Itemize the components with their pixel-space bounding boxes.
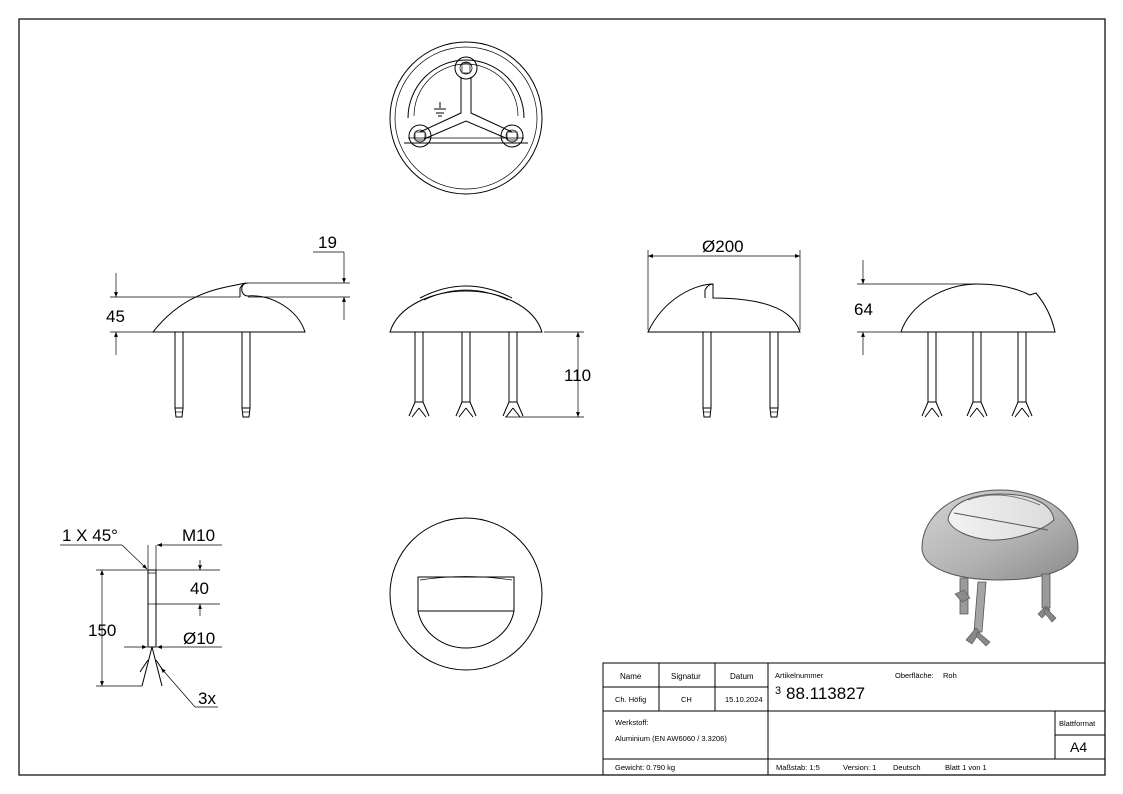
tb-material-value: Aluminium (EN AW6060 / 3.3206): [615, 734, 727, 743]
tb-header-name: Name: [620, 672, 642, 681]
dim-quantity: 3x: [198, 689, 216, 708]
tb-article-number: 88.113827: [786, 684, 865, 703]
pin-detail: [60, 543, 222, 708]
tb-surface-value: Roh: [943, 671, 957, 680]
tb-name-value: Ch. Höfig: [615, 695, 646, 704]
side-view-right: [647, 250, 801, 418]
dim-thread: M10: [182, 526, 215, 545]
side-view-left: [110, 251, 350, 418]
tb-header-article: Artikelnummer: [775, 671, 824, 680]
tb-article-prefix: 3: [775, 685, 781, 697]
tb-sheet-format-value: A4: [1070, 739, 1087, 755]
dim-pin-diameter: Ø10: [183, 629, 215, 648]
tb-date-value: 15.10.2024: [725, 695, 763, 704]
tb-language: Deutsch: [893, 763, 921, 772]
title-block: [602, 662, 1106, 776]
dim-side-height: 45: [106, 307, 125, 326]
dim-pin-length: 150: [88, 621, 116, 640]
tb-weight: Gewicht: 0.790 kg: [615, 763, 675, 772]
dim-chamfer: 1 X 45°: [62, 526, 118, 545]
dim-total-height: 64: [854, 300, 873, 319]
tb-version: Version: 1: [843, 763, 876, 772]
tb-header-sheet-format: Blattformat: [1059, 719, 1096, 728]
side-view-far-right: [857, 260, 1056, 418]
drawing-frame: [18, 18, 1106, 776]
bottom-view: [389, 517, 543, 671]
tb-header-surface: Oberfläche:: [895, 671, 934, 680]
tb-header-signature: Signatur: [671, 672, 701, 681]
top-view: [389, 41, 543, 195]
isometric-view: [921, 489, 1079, 647]
tb-sheet: Blatt 1 von 1: [945, 763, 987, 772]
dim-diameter: Ø200: [702, 237, 744, 256]
dim-leg-length: 110: [564, 366, 591, 385]
tb-header-date: Datum: [730, 672, 754, 681]
front-view: [389, 285, 584, 418]
dim-thread-length: 40: [190, 579, 209, 598]
tb-scale: Maßstab: 1:5: [776, 763, 820, 772]
dim-notch: 19: [318, 233, 337, 252]
tb-signature-value: CH: [681, 695, 692, 704]
tb-material-label: Werkstoff:: [615, 718, 648, 727]
